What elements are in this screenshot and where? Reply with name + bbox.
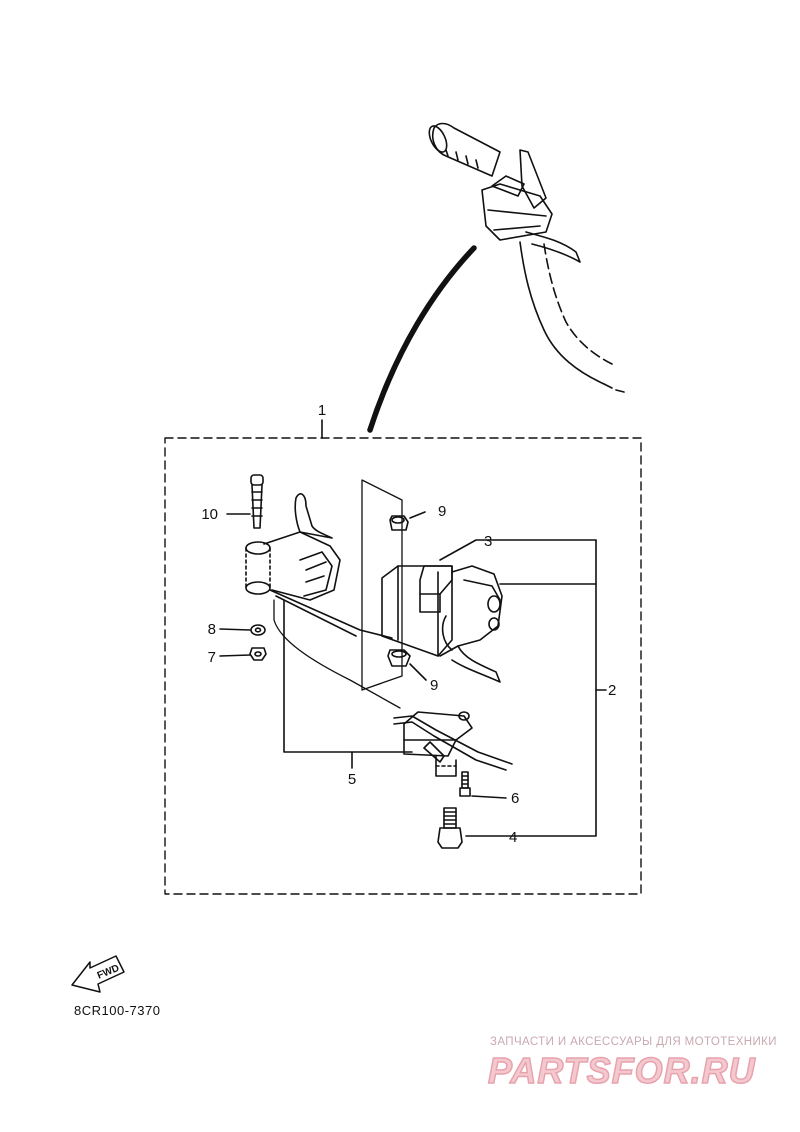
diagram-code: 8CR100-7370 xyxy=(74,1003,161,1018)
nut-7 xyxy=(249,647,267,661)
callout-9-lower: 9 xyxy=(430,677,438,694)
callout-10: 10 xyxy=(201,506,218,523)
fwd-arrow-icon xyxy=(71,955,125,993)
kit-leader-curve xyxy=(367,245,477,433)
callout-6: 6 xyxy=(511,790,519,807)
callout-4: 4 xyxy=(509,829,517,846)
bolt-4 xyxy=(437,807,463,849)
lever-assembly xyxy=(245,493,401,709)
watermark-caption: ЗАПЧАСТИ И АКСЕССУАРЫ ДЛЯ МОТОТЕХНИКИ xyxy=(490,1036,777,1048)
kit-boundary-dashed xyxy=(164,437,642,895)
callout-5: 5 xyxy=(348,771,356,788)
callout-1: 1 xyxy=(318,402,326,419)
handlebar-illustration xyxy=(428,122,625,393)
switch-body-3 xyxy=(381,565,503,683)
screw-6 xyxy=(459,771,471,797)
watermark-logo: PARTSFOR.RU xyxy=(487,1049,756,1092)
callout-3: 3 xyxy=(484,533,492,550)
callout-2: 2 xyxy=(608,682,616,699)
sensor-bracket xyxy=(393,711,513,777)
callout-7: 7 xyxy=(208,649,216,666)
callout-8: 8 xyxy=(208,621,216,638)
collar-9-lower xyxy=(387,649,411,667)
washer-8 xyxy=(250,624,266,636)
bolt-10 xyxy=(250,474,264,529)
callout-9-upper: 9 xyxy=(438,503,446,520)
collar-9-upper xyxy=(389,515,409,531)
